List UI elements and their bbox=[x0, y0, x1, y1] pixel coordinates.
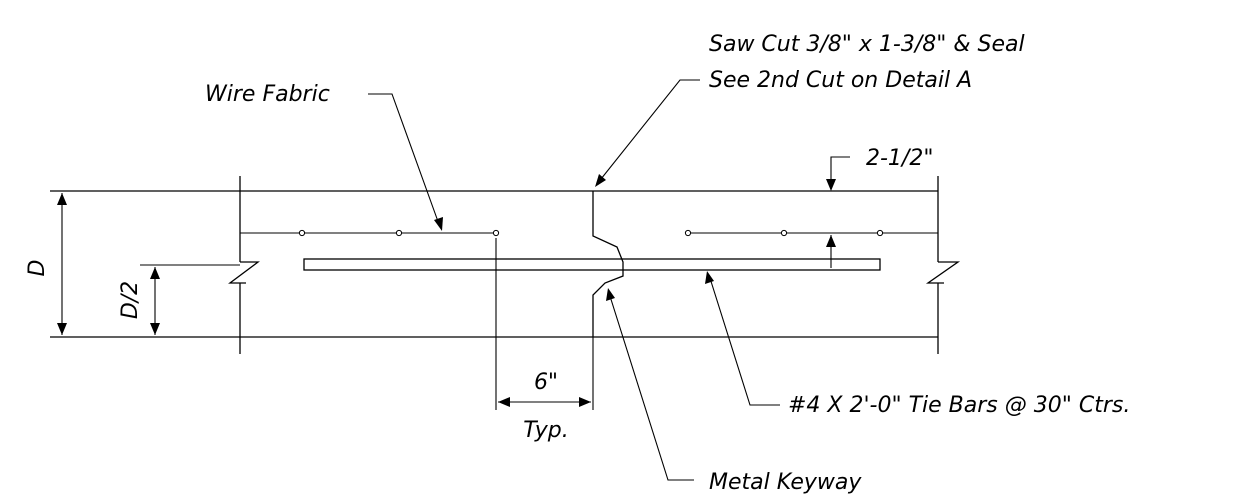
metal-keyway-label: Metal Keyway bbox=[709, 470, 862, 495]
cover-dimension bbox=[826, 156, 850, 268]
wire-fabric-left bbox=[240, 229, 500, 237]
tie-bars-leader bbox=[705, 271, 780, 406]
tie-bar bbox=[303, 258, 881, 271]
saw-cut-label-line1: Saw Cut 3/8" x 1-3/8" & Seal bbox=[709, 32, 1025, 57]
right-break-line bbox=[925, 176, 961, 354]
metal-keyway-leader bbox=[606, 288, 694, 481]
saw-cut-leader bbox=[595, 79, 700, 187]
wire-fabric-right bbox=[684, 229, 938, 237]
depth-label: D bbox=[25, 260, 50, 277]
spacing-dimension bbox=[495, 238, 594, 410]
cover-label: 2-1/2" bbox=[866, 146, 933, 171]
depth-dimension bbox=[57, 193, 67, 335]
left-break-line bbox=[228, 176, 260, 354]
wire-fabric-leader bbox=[368, 93, 443, 231]
keyway-joint-profile bbox=[592, 191, 624, 337]
tie-bars-label: #4 X 2'-0" Tie Bars @ 30" Ctrs. bbox=[788, 393, 1130, 418]
half-depth-dimension bbox=[140, 264, 240, 335]
half-depth-label: D/2 bbox=[118, 281, 143, 319]
spacing-label: 6" bbox=[534, 370, 558, 395]
typical-label: Typ. bbox=[523, 418, 569, 443]
saw-cut-label-line2: See 2nd Cut on Detail A bbox=[709, 68, 972, 93]
wire-fabric-label: Wire Fabric bbox=[205, 82, 330, 107]
